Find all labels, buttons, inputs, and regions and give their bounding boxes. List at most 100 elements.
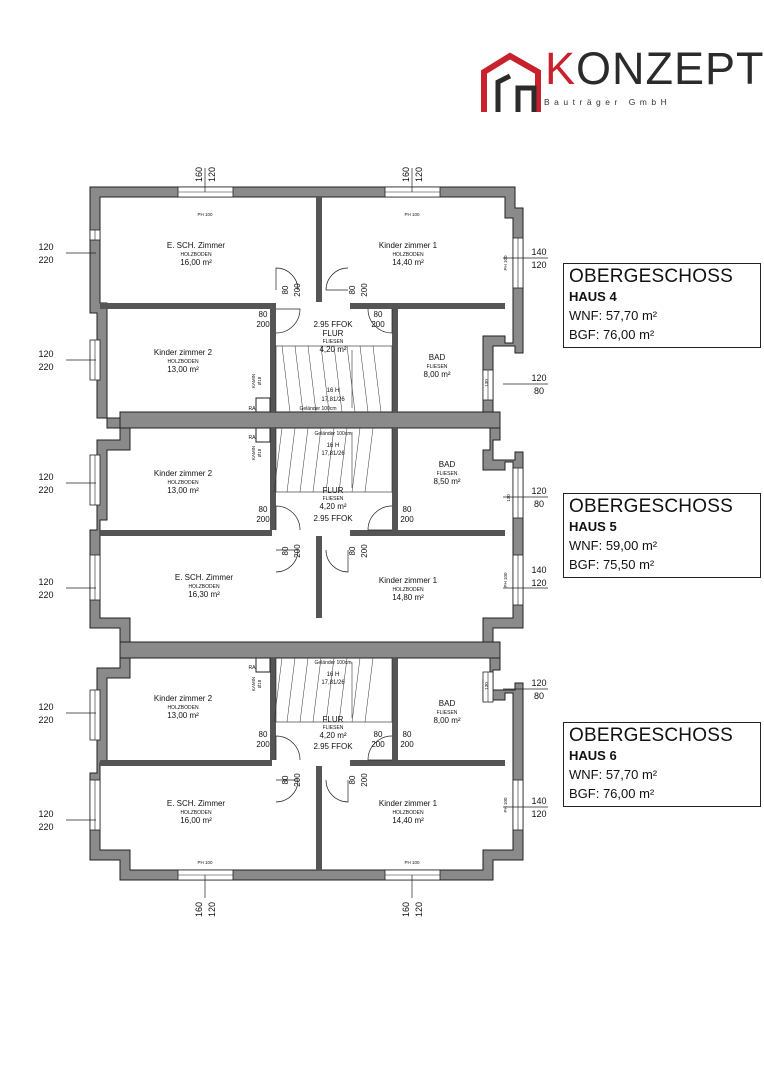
dim-width: 160 bbox=[401, 167, 411, 182]
stair-step bbox=[351, 427, 361, 493]
door-height: 200 bbox=[371, 320, 385, 329]
door-dim: 200 bbox=[293, 773, 302, 787]
door-width: 80 bbox=[259, 730, 268, 739]
dim-height: 220 bbox=[38, 255, 53, 265]
bgf-value: BGF: 76,00 m² bbox=[569, 786, 655, 801]
interior-wall bbox=[350, 530, 505, 536]
floor-heading: OBERGESCHOSS bbox=[569, 266, 733, 287]
logo-rest: ONZEPT bbox=[576, 43, 764, 94]
room-area: 13,00 m² bbox=[167, 486, 199, 495]
dim-width: 160 bbox=[401, 902, 411, 917]
room-floor: FLIESEN bbox=[323, 496, 344, 502]
room-floor: FLIESEN bbox=[323, 339, 344, 345]
room-floor: HOLZBODEN bbox=[392, 252, 424, 258]
info-box-haus-4: OBERGESCHOSS HAUS 4 WNF: 57,70 m² BGF: 7… bbox=[563, 263, 761, 348]
dim-height: 220 bbox=[38, 362, 53, 372]
stair-railing: Geländer 100cm bbox=[300, 406, 337, 412]
door-dim: 200 bbox=[293, 283, 302, 297]
door-swing bbox=[325, 549, 349, 573]
room-floor: HOLZBODEN bbox=[180, 252, 212, 258]
house-name: HAUS 6 bbox=[569, 748, 617, 763]
house-name: HAUS 5 bbox=[569, 519, 617, 534]
interior-wall bbox=[270, 428, 276, 530]
stair-outline bbox=[275, 657, 393, 723]
interior-wall bbox=[392, 428, 398, 530]
dim-height: 80 bbox=[534, 386, 544, 396]
room-floor: HOLZBODEN bbox=[167, 359, 199, 365]
room-name: BAD bbox=[429, 353, 446, 362]
room-name: Kinder zimmer 2 bbox=[154, 348, 213, 357]
stair-step bbox=[346, 345, 356, 413]
door-swing bbox=[275, 549, 299, 573]
door-dim: 80 bbox=[348, 285, 357, 294]
dim-height: 120 bbox=[531, 578, 546, 588]
door-dim: 200 bbox=[360, 773, 369, 787]
room-area: 8,00 m² bbox=[423, 370, 450, 379]
stair-step bbox=[338, 427, 348, 493]
room-area: 4,20 m² bbox=[319, 345, 346, 354]
room-area: 8,50 m² bbox=[433, 477, 460, 486]
interior-wall bbox=[350, 303, 505, 309]
room-name: BAD bbox=[439, 699, 456, 708]
interior-wall bbox=[100, 530, 272, 536]
stair-steps: 16 H bbox=[327, 672, 340, 678]
stair-steps: 16 H bbox=[327, 443, 340, 449]
stair-step bbox=[299, 427, 309, 493]
door-dim: 80 bbox=[281, 546, 290, 555]
interior-wall bbox=[100, 760, 272, 766]
door-width: 80 bbox=[259, 310, 268, 319]
door-swing bbox=[275, 308, 301, 334]
dim-width: 140 bbox=[531, 247, 546, 257]
door-dim: 80 bbox=[281, 775, 290, 784]
room-name: Kinder zimmer 1 bbox=[379, 799, 438, 808]
rauch-label: RA bbox=[249, 665, 257, 671]
stair-step bbox=[312, 427, 322, 493]
dim-width: 120 bbox=[38, 577, 53, 587]
kamin-dim: Ø18 bbox=[257, 376, 262, 385]
dim-width: 120 bbox=[531, 678, 546, 688]
dim-height: 120 bbox=[414, 902, 424, 917]
bgf-value: BGF: 76,00 m² bbox=[569, 327, 655, 342]
walls bbox=[89, 186, 524, 881]
flur-level: 2.95 FFOK bbox=[313, 742, 353, 751]
stair-step bbox=[299, 657, 309, 723]
kamin-label: KAMIN bbox=[251, 446, 256, 460]
stair-outline bbox=[275, 427, 393, 493]
dim-height: 120 bbox=[531, 260, 546, 270]
room-floor: HOLZBODEN bbox=[167, 480, 199, 486]
dim-width: 120 bbox=[38, 349, 53, 359]
door-swing bbox=[367, 735, 393, 761]
party-wall-5-6 bbox=[119, 641, 501, 659]
room-floor: HOLZBODEN bbox=[180, 810, 212, 816]
room-area: 14,40 m² bbox=[392, 816, 424, 825]
company-logo: KONZEPT Bauträger GmbH bbox=[478, 40, 764, 115]
door-width: 80 bbox=[374, 730, 383, 739]
door-swing bbox=[275, 267, 299, 291]
stair-step bbox=[359, 345, 369, 413]
stair-step bbox=[320, 345, 330, 413]
room-area: 13,00 m² bbox=[167, 365, 199, 374]
room-area: 14,40 m² bbox=[392, 258, 424, 267]
room-area: 8,00 m² bbox=[433, 716, 460, 725]
stair-steps: 16 H bbox=[327, 388, 340, 394]
stair-step bbox=[273, 427, 283, 493]
room-area: 16,00 m² bbox=[180, 258, 212, 267]
chimney bbox=[255, 427, 271, 443]
room-name: FLUR bbox=[323, 486, 344, 495]
stair-step bbox=[325, 657, 335, 723]
dim-width: 120 bbox=[38, 702, 53, 712]
interior-wall bbox=[316, 536, 322, 618]
interior-wall bbox=[392, 303, 398, 412]
room-floor: FLIESEN bbox=[427, 364, 448, 370]
kamin-dim: Ø18 bbox=[257, 448, 262, 457]
wnf-value: WNF: 59,00 m² bbox=[569, 538, 658, 553]
dim-width: 140 bbox=[531, 565, 546, 575]
info-box-haus-6: OBERGESCHOSS HAUS 6 WNF: 57,70 m² BGF: 7… bbox=[563, 722, 761, 807]
stair-step bbox=[325, 427, 335, 493]
wnf-value: WNF: 57,70 m² bbox=[569, 308, 658, 323]
door-height: 200 bbox=[256, 515, 270, 524]
room-area: 4,20 m² bbox=[319, 502, 346, 511]
door-width: 80 bbox=[403, 505, 412, 514]
chimney bbox=[255, 657, 271, 673]
